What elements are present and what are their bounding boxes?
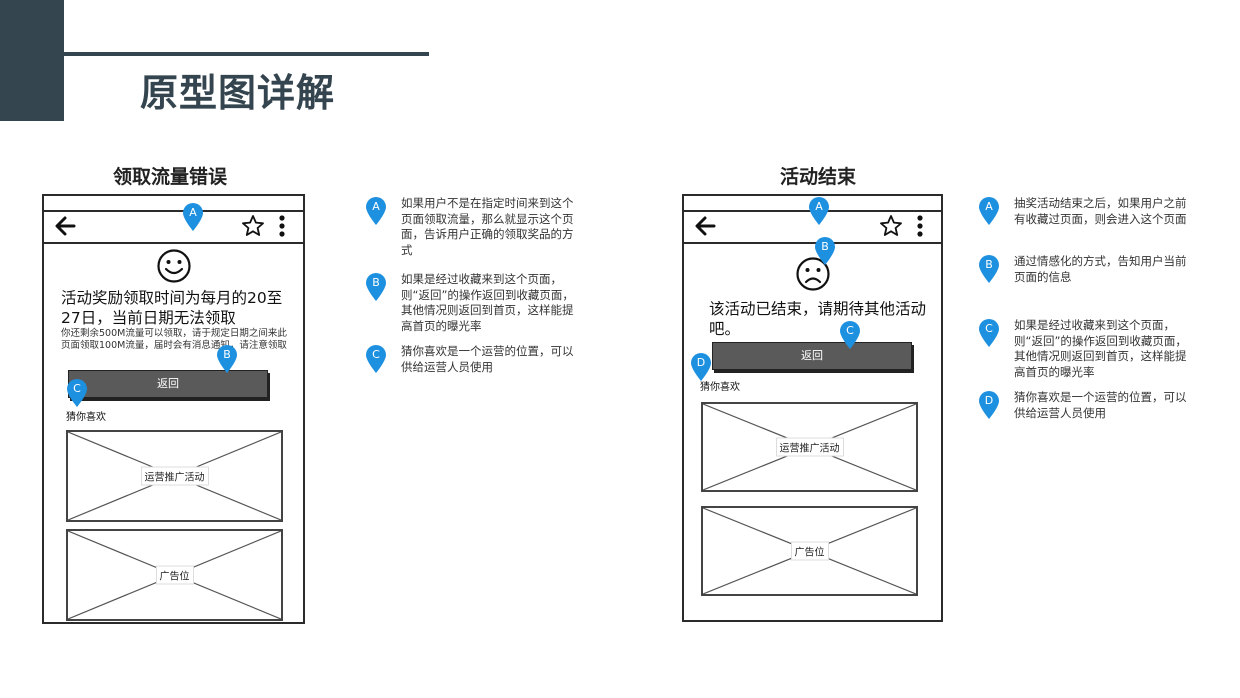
pin-b: B (216, 344, 238, 374)
corner-block (0, 0, 64, 121)
star-icon[interactable] (241, 214, 265, 238)
pin-d: D (690, 352, 712, 382)
note-text: 如果是经过收藏来到这个页面，则“返回”的操作返回到收藏页面，其他情况则返回到首页… (401, 272, 574, 333)
map-pin-icon (979, 255, 999, 283)
left-phone-mockup: 活动奖励领取时间为每月的20至27日，当前日期无法领取 你还剩余500M流量可以… (42, 194, 305, 624)
more-vert-icon[interactable] (916, 215, 924, 237)
ad-placeholder[interactable]: 广告位 (66, 529, 283, 621)
guess-you-like-label: 猜你喜欢 (700, 382, 740, 393)
note-text: 通过情感化的方式，告知用户当前页面的信息 (1014, 254, 1187, 284)
ad-placeholder-label: 广告位 (790, 541, 829, 561)
status-bar (44, 196, 303, 212)
toolbar (684, 210, 941, 244)
left-screen-title: 领取流量错误 (113, 166, 228, 188)
map-pin-icon (366, 273, 386, 301)
note-pin: A (978, 196, 1000, 226)
pin-a: A (808, 196, 830, 226)
back-button[interactable]: 返回 (68, 370, 268, 398)
map-pin-icon (691, 353, 711, 381)
note-pin: B (978, 254, 1000, 284)
promo-placeholder-label: 运营推广活动 (140, 466, 209, 486)
promo-placeholder[interactable]: 运营推广活动 (66, 430, 283, 522)
ad-placeholder-label: 广告位 (155, 565, 194, 585)
note-text: 抽奖活动结束之后，如果用户之前有收藏过页面，则会进入这个页面 (1014, 196, 1187, 226)
back-arrow-icon[interactable] (54, 216, 76, 236)
note-pin: C (978, 318, 1000, 348)
pin-c: C (66, 378, 88, 408)
note-text: 猜你喜欢是一个运营的位置，可以供给运营人员使用 (1014, 390, 1187, 420)
map-pin-icon (809, 197, 829, 225)
map-pin-icon (815, 237, 835, 265)
map-pin-icon (979, 391, 999, 419)
smiley-icon (157, 249, 191, 283)
map-pin-icon (366, 345, 386, 373)
error-message: 活动奖励领取时间为每月的20至27日，当前日期无法领取 (61, 289, 283, 328)
map-pin-icon (979, 197, 999, 225)
map-pin-icon (183, 203, 203, 231)
note-text: 猜你喜欢是一个运营的位置，可以供给运营人员使用 (401, 344, 574, 374)
back-button[interactable]: 返回 (712, 342, 912, 370)
note-pin: C (365, 344, 387, 374)
star-icon[interactable] (879, 214, 903, 238)
error-detail: 你还剩余500M流量可以领取，请于规定日期之间来此页面领取100M流量，届时会有… (61, 328, 287, 351)
pin-c: C (839, 320, 861, 350)
page-title: 原型图详解 (140, 71, 336, 115)
note-pin: B (365, 272, 387, 302)
pin-a: A (182, 202, 204, 232)
note-text: 如果用户不是在指定时间来到这个页面领取流量，那么就显示这个页面，告诉用户正确的领… (401, 196, 574, 257)
pin-b: B (814, 236, 836, 266)
back-arrow-icon[interactable] (694, 216, 716, 236)
map-pin-icon (217, 345, 237, 373)
map-pin-icon (979, 319, 999, 347)
note-pin: A (365, 196, 387, 226)
ended-message: 该活动已结束，请期待其他活动吧。 (709, 300, 927, 339)
note-text: 如果是经过收藏来到这个页面，则“返回”的操作返回到收藏页面，其他情况则返回到首页… (1014, 318, 1187, 379)
map-pin-icon (840, 321, 860, 349)
note-pin: D (978, 390, 1000, 420)
toolbar (44, 210, 303, 244)
promo-placeholder-label: 运营推广活动 (775, 437, 844, 457)
guess-you-like-label: 猜你喜欢 (66, 412, 106, 423)
right-phone-mockup: 该活动已结束，请期待其他活动吧。 返回 猜你喜欢 运营推广活动 广告位 (682, 194, 943, 622)
sad-face-icon (796, 257, 830, 291)
map-pin-icon (366, 197, 386, 225)
ad-placeholder[interactable]: 广告位 (701, 506, 918, 596)
right-screen-title: 活动结束 (780, 166, 857, 188)
promo-placeholder[interactable]: 运营推广活动 (701, 402, 918, 492)
map-pin-icon (67, 379, 87, 407)
more-vert-icon[interactable] (278, 215, 286, 237)
title-rule (64, 52, 429, 56)
